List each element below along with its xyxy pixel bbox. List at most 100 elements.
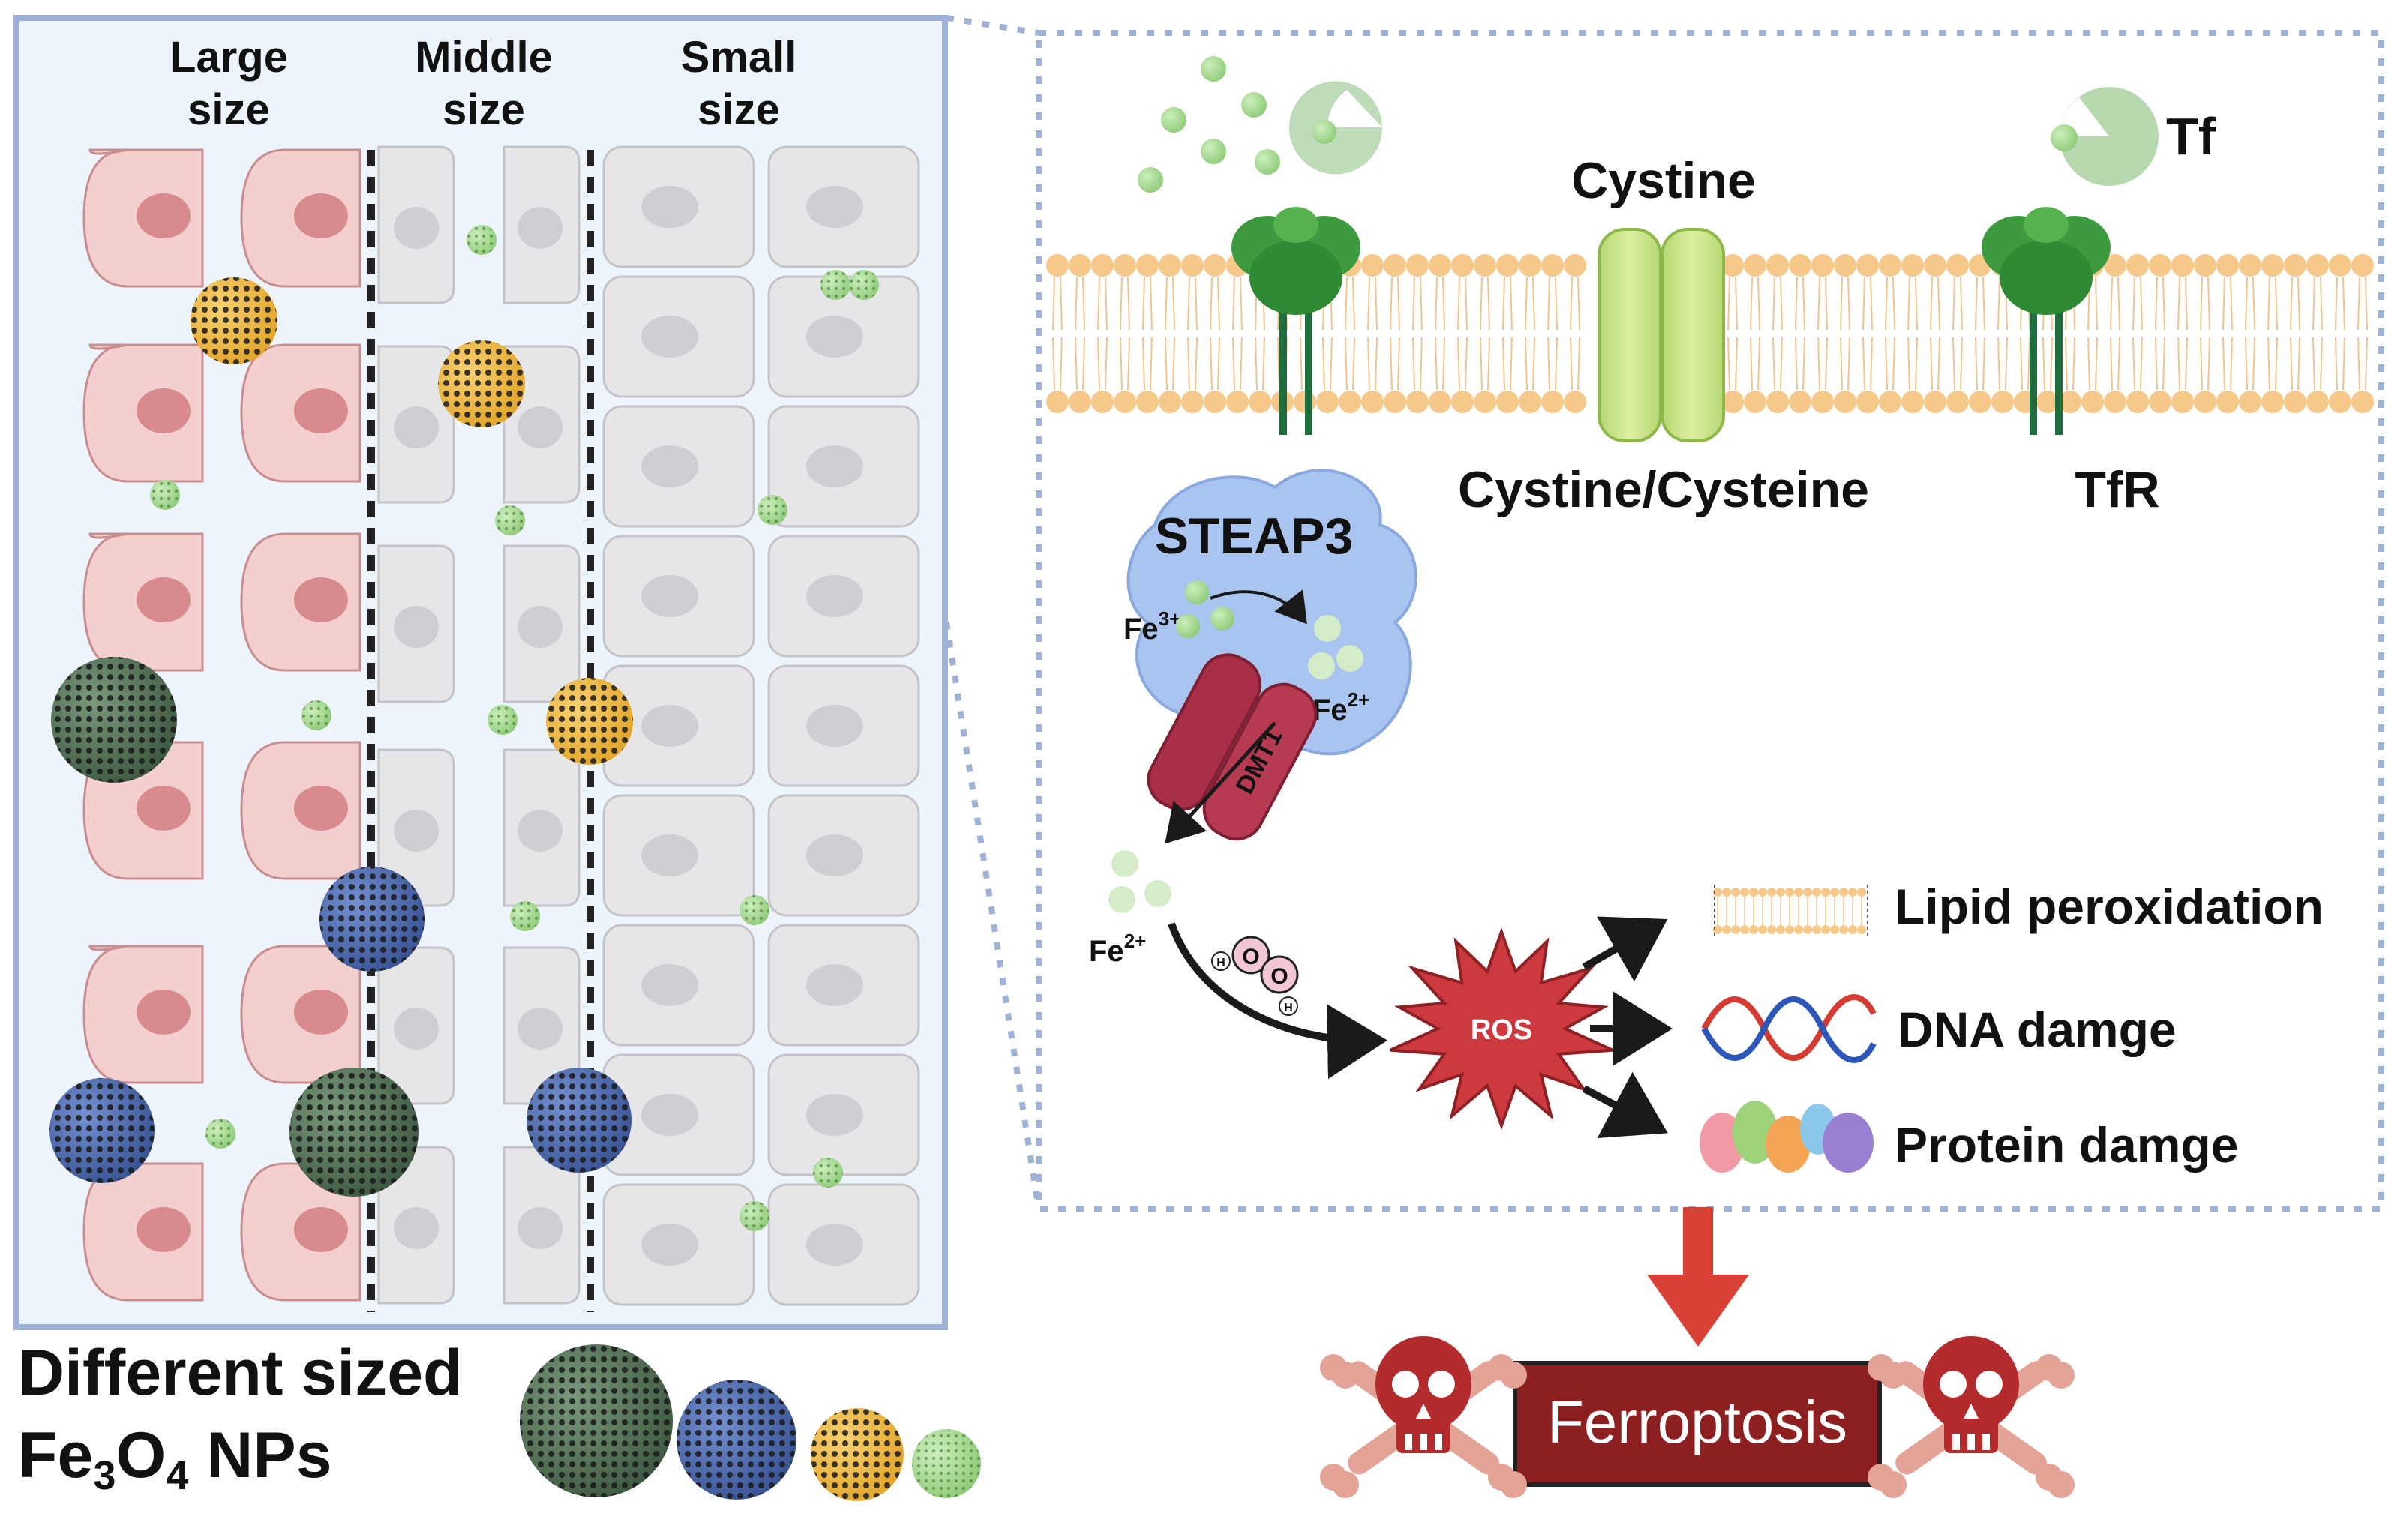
small-gap-cell xyxy=(767,924,920,1047)
outcome-protein-damage: Protein damge xyxy=(1894,1117,2238,1173)
column-middle-label-line2: size xyxy=(442,85,525,134)
nanoparticle-light-green xyxy=(488,705,518,735)
column-small-label-line2: size xyxy=(698,85,780,134)
skull-crossbones-icon-left xyxy=(1320,1336,1527,1498)
fe3-label: Fe3+ xyxy=(1124,607,1180,646)
small-gap-cell xyxy=(602,794,755,917)
fe3-particle xyxy=(1176,614,1200,638)
nanoparticle-light-green xyxy=(150,480,180,510)
fe2-particle xyxy=(1336,645,1364,672)
large-gap-cell xyxy=(240,343,362,483)
small-gap-cell xyxy=(767,1183,920,1306)
fe2-particle xyxy=(1308,652,1335,679)
small-gap-cell xyxy=(602,405,755,528)
small-gap-cell xyxy=(767,405,920,528)
zoom-line-bottom xyxy=(944,622,1042,1209)
small-gap-cell xyxy=(767,664,920,787)
large-gap-cell xyxy=(82,945,204,1084)
nanoparticle-light-green xyxy=(302,700,332,730)
released-fe2-particle xyxy=(1144,880,1172,907)
large-gap-cell xyxy=(82,148,204,288)
legend-sub-4: 4 xyxy=(166,1453,188,1498)
small-gap-cell xyxy=(602,1183,755,1306)
small-gap-cell xyxy=(602,664,755,787)
nanoparticle-dark-green xyxy=(290,1068,418,1197)
dna-icon xyxy=(1701,994,1876,1063)
large-gap-cell xyxy=(240,741,362,880)
tissue-nanoparticles xyxy=(50,225,879,1231)
nanoparticle-light-green xyxy=(813,1158,843,1188)
nanoparticle-yellow xyxy=(190,277,278,364)
legend-nps: NPs xyxy=(188,1419,332,1491)
small-gap-cell xyxy=(767,535,920,658)
large-gap-cell xyxy=(240,148,362,288)
cystine-transporter xyxy=(1598,228,1725,442)
outcome-lipid-peroxidation: Lipid peroxidation xyxy=(1894,879,2324,934)
fe3-particle xyxy=(1210,607,1234,631)
nanoparticle-yellow xyxy=(438,340,525,427)
h2o2-molecule: O O H H xyxy=(1211,936,1299,1016)
large-gap-cell xyxy=(82,343,204,483)
fe2-particle xyxy=(1314,615,1341,642)
large-gap-cell xyxy=(82,1162,204,1302)
h2o2-o1: O xyxy=(1242,945,1259,969)
nanoparticle-dark-green xyxy=(51,657,177,783)
tf-right xyxy=(2050,87,2158,186)
small-gap-cell xyxy=(767,1053,920,1176)
tf-label: Tf xyxy=(2166,107,2216,166)
h2o2-o2: O xyxy=(1270,964,1288,989)
nanoparticle-light-green xyxy=(740,895,770,925)
nanoparticle-light-green xyxy=(206,1119,236,1149)
tf-left xyxy=(1289,81,1382,175)
legend-np-large xyxy=(520,1344,673,1497)
tissue-panel: Large size Middle size Small size xyxy=(14,15,948,1330)
size-legend: Different sized Fe3O4 NPs xyxy=(18,1337,981,1501)
middle-gap-cell xyxy=(377,748,455,907)
steap3-label: STEAP3 xyxy=(1155,508,1354,565)
released-fe2-particle xyxy=(1108,886,1136,913)
small-gap-cell xyxy=(767,275,920,398)
nanoparticle-light-green xyxy=(495,505,525,535)
nanoparticle-yellow xyxy=(546,678,633,765)
ros-burst xyxy=(1389,927,1614,1131)
nanoparticle-light-green xyxy=(849,270,879,300)
ros-label: ROS xyxy=(1471,1014,1532,1046)
legend-sub-3: 3 xyxy=(93,1453,116,1498)
dmt1-export-arrow xyxy=(1165,721,1276,844)
column-middle-label-line1: Middle xyxy=(415,33,553,82)
legend-np-middle xyxy=(676,1380,796,1500)
small-gap-cell xyxy=(767,794,920,917)
legend-o: O xyxy=(116,1419,166,1491)
transporter-label: Cystine/Cysteine xyxy=(1458,461,1869,518)
legend-title-line1: Different sized xyxy=(18,1337,463,1409)
fenton-arrow xyxy=(1168,922,1388,1080)
released-fe2-particle xyxy=(1112,850,1138,877)
h2o2-h2: H xyxy=(1284,1002,1293,1014)
tfr-label: TfR xyxy=(2074,461,2159,518)
middle-gap-cell xyxy=(502,748,580,907)
middle-gap-cell xyxy=(377,544,455,703)
nanoparticle-light-green xyxy=(466,225,496,255)
fe2-label-inner: Fe2+ xyxy=(1312,688,1370,727)
dmt1-transporter: DMT1 xyxy=(1147,653,1318,841)
cystine-label: Cystine xyxy=(1571,152,1756,209)
middle-gap-cell xyxy=(377,345,455,504)
nanoparticle-blue xyxy=(320,867,424,972)
legend-np-tiny xyxy=(912,1429,981,1498)
tfr-right xyxy=(1982,207,2110,435)
large-gap-cell xyxy=(240,532,362,672)
h2o2-h1: H xyxy=(1216,957,1226,969)
protein-icon xyxy=(1700,1101,1874,1173)
middle-gap-cell xyxy=(502,1146,580,1305)
ferroptosis-box xyxy=(1513,1361,1882,1487)
nanoparticle-blue xyxy=(50,1078,154,1183)
arrow-to-protein xyxy=(1582,1071,1668,1138)
ferroptosis-label: Ferroptosis xyxy=(1547,1389,1847,1455)
fe3-particle xyxy=(1185,580,1209,604)
column-large-label-line1: Large xyxy=(170,33,288,82)
small-gap-cell xyxy=(602,275,755,398)
nanoparticle-light-green xyxy=(758,495,788,525)
large-gap-cell xyxy=(240,945,362,1084)
middle-gap-cell xyxy=(377,946,455,1105)
nanoparticle-light-green xyxy=(510,901,540,931)
